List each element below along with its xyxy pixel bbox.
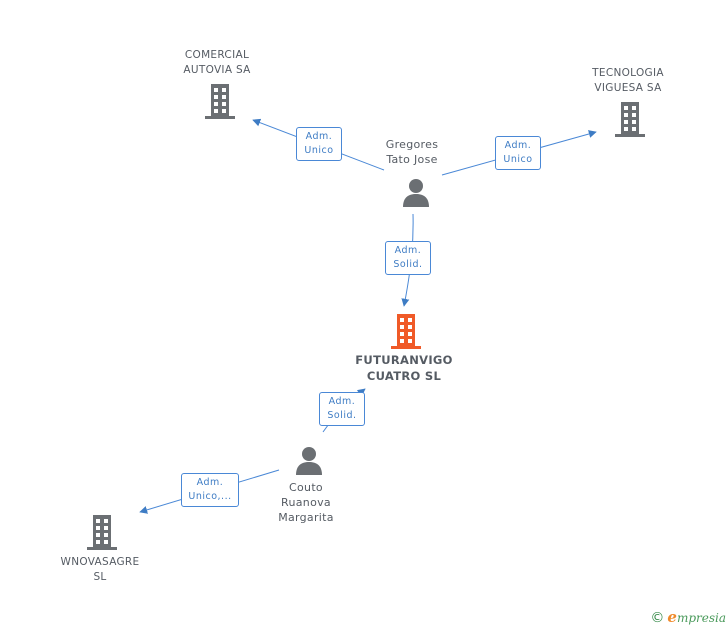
building-icon[interactable]: [86, 514, 118, 550]
brand-name: mpresia: [676, 611, 726, 625]
edge-label-adm-solid-couto[interactable]: Adm. Solid.: [319, 392, 365, 426]
node-label-wnovasagre-sl[interactable]: WNOVASAGRE SL: [60, 556, 140, 583]
focus-building-icon[interactable]: [390, 313, 422, 349]
node-label-tecnologia-viguesa[interactable]: TECNOLOGIA VIGUESA SA: [592, 67, 664, 94]
edge-label-adm-unico-tecnologia[interactable]: Adm. Unico: [495, 136, 541, 170]
node-label-gregores-tato-jose[interactable]: Gregores Tato Jose: [385, 138, 439, 166]
edge-label-adm-unico-wnovasagre[interactable]: Adm. Unico,...: [181, 473, 239, 507]
edge-label-adm-unico-comercial[interactable]: Adm. Unico: [296, 127, 342, 161]
node-label-couto-ruanova-margarita[interactable]: Couto Ruanova Margarita: [278, 481, 334, 524]
copyright-icon: ©: [650, 610, 665, 626]
empresia-logo[interactable]: ©empresia: [650, 608, 726, 626]
node-label-futuranvigo-cuatro[interactable]: FUTURANVIGO CUATRO SL: [355, 353, 453, 383]
building-icon[interactable]: [614, 101, 646, 137]
node-label-comercial-autovia[interactable]: COMERCIAL AUTOVIA SA: [183, 49, 251, 76]
brand-initial: e: [667, 608, 677, 626]
building-icon[interactable]: [204, 83, 236, 119]
person-icon[interactable]: [401, 177, 431, 207]
edge-label-adm-solid-gregores[interactable]: Adm. Solid.: [385, 241, 431, 275]
person-icon[interactable]: [294, 445, 324, 475]
